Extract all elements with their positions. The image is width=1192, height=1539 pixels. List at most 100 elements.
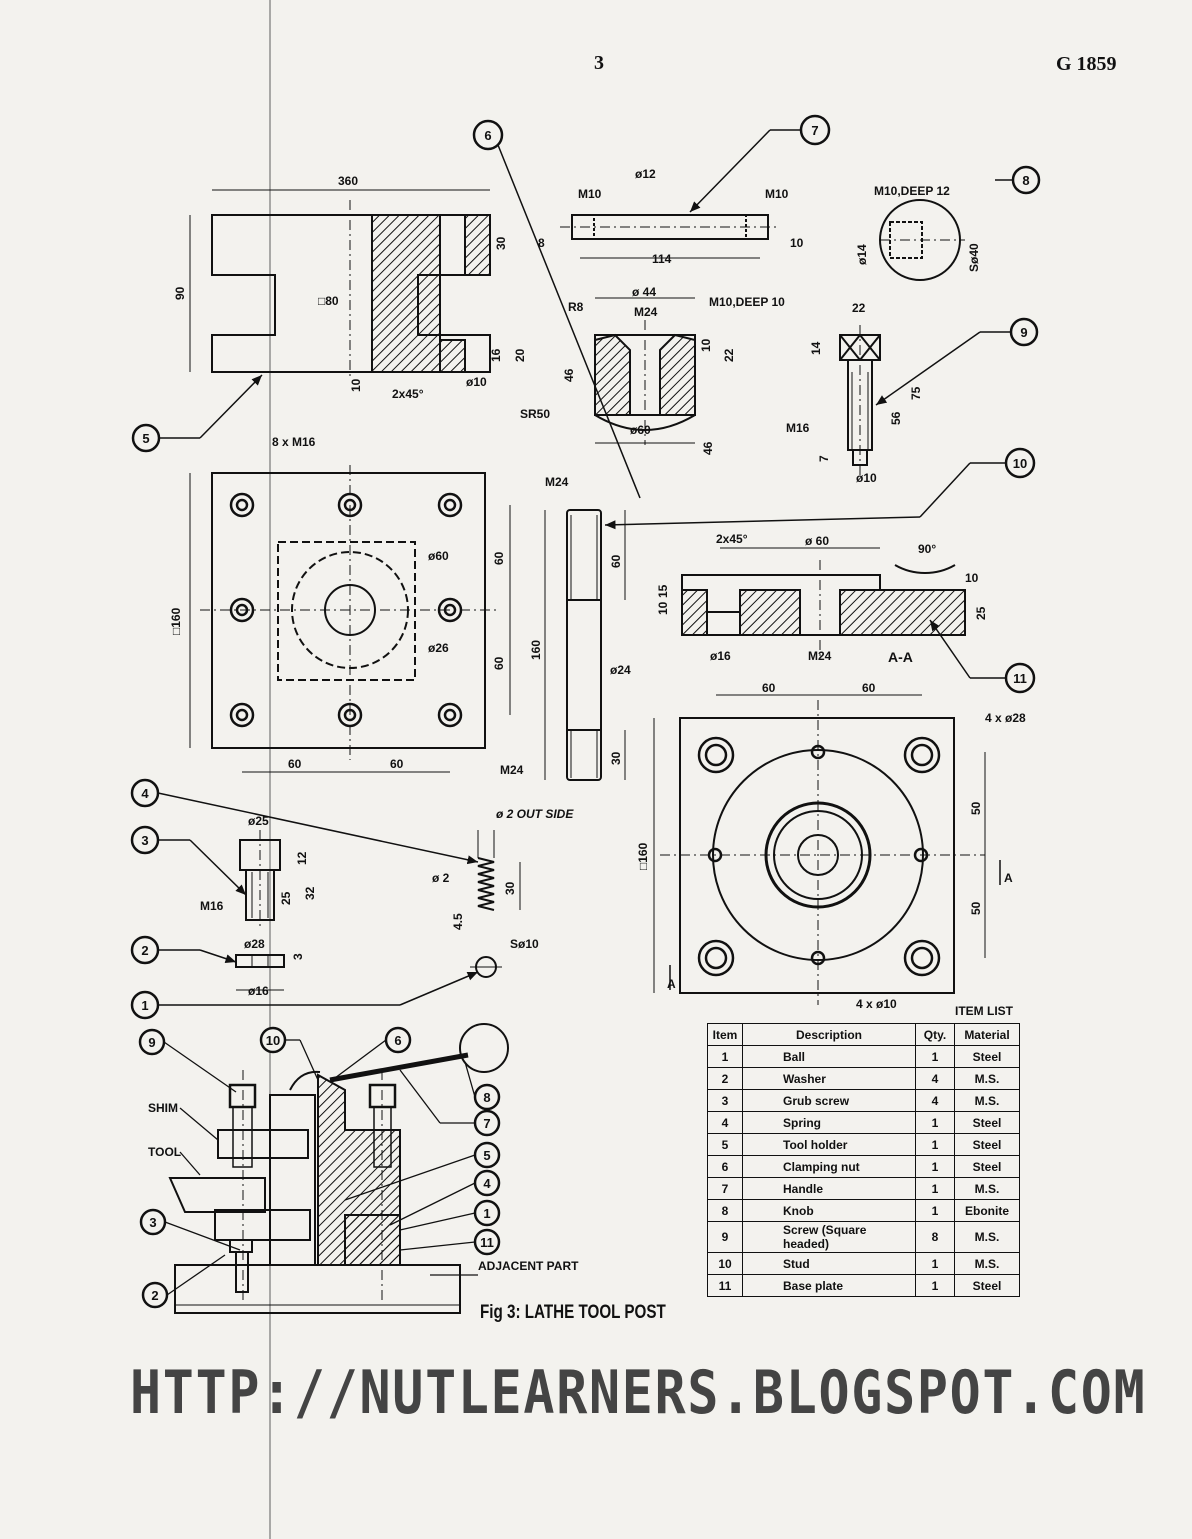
plan-square: □160 [169, 607, 183, 635]
screw-m16: M16 [786, 421, 810, 435]
figure-caption: Fig 3: LATHE TOOL POST [480, 1302, 666, 1323]
cell-item: 8 [707, 1199, 743, 1222]
col-qty: Qty. [915, 1023, 955, 1046]
assembly-shim: SHIM [148, 1101, 178, 1115]
section-angle: 90° [918, 542, 936, 556]
cell-description: Grub screw [742, 1089, 916, 1112]
handle-dim-10: 10 [790, 236, 804, 250]
square-screw-view [839, 325, 881, 475]
spring-dim-30: 30 [503, 881, 517, 895]
stud-dim-160: 160 [529, 640, 543, 660]
cell-material: Steel [954, 1111, 1020, 1134]
asm-balloon-2: 2 [151, 1288, 158, 1303]
dim-360: 360 [338, 174, 358, 188]
asm-balloon-1: 1 [483, 1206, 490, 1221]
cell-material: Ebonite [954, 1199, 1020, 1222]
nut-r8: R8 [568, 300, 584, 314]
nut-dim-10: 10 [699, 338, 713, 352]
balloon-9-label: 9 [1020, 325, 1027, 340]
balloon-1 [130, 971, 479, 1020]
spring-dia-2: ø 2 [432, 871, 450, 885]
plan-dia-60: ø60 [428, 549, 449, 563]
document-code: G 1859 [1056, 53, 1117, 75]
knob-thread: M10,DEEP 12 [874, 184, 950, 198]
balloon-5-label: 5 [142, 431, 149, 446]
cell-item: 7 [707, 1177, 743, 1200]
nut-dia-44: ø 44 [632, 285, 656, 299]
nut-m24: M24 [634, 305, 658, 319]
asm-balloon-11: 11 [480, 1235, 494, 1250]
section-dim-10: 10 [965, 571, 979, 585]
screw-dia-10: ø10 [856, 471, 877, 485]
grub-dim-12: 12 [295, 851, 309, 865]
grub-dia-25: ø25 [248, 814, 269, 828]
balloon-1-label: 1 [141, 998, 148, 1013]
dim-10: 10 [349, 378, 363, 392]
balloon-3 [130, 825, 247, 896]
cell-item: 4 [707, 1111, 743, 1134]
screw-dim-14: 14 [809, 341, 823, 355]
washer-dim-3: 3 [291, 953, 305, 960]
cell-material: M.S. [954, 1067, 1020, 1090]
balloon-10 [604, 447, 1036, 530]
tool-holder-plan-view [189, 465, 511, 773]
spring-view [477, 830, 521, 911]
dim-30: 30 [494, 236, 508, 250]
cell-description: Ball [742, 1045, 916, 1068]
tool-holder-front-view [189, 189, 491, 380]
handle-dim-8: 8 [538, 236, 545, 250]
bplan-cut-a-left: A [667, 977, 676, 991]
balloon-2-label: 2 [141, 943, 148, 958]
base-plate-plan-view [653, 694, 1001, 1005]
balloon-7-label: 7 [811, 123, 818, 138]
grub-dim-32: 32 [303, 886, 317, 900]
dim-90: 90 [173, 286, 187, 300]
assembly-balloons [138, 1026, 501, 1309]
asm-balloon-9: 9 [148, 1035, 155, 1050]
screw-dim-56: 56 [889, 411, 903, 425]
cell-qty: 1 [915, 1045, 955, 1068]
cell-item: 10 [707, 1252, 743, 1275]
cell-description: Clamping nut [742, 1155, 916, 1178]
watermark-url: HTTP://NUTLEARNERS.BLOGSPOT.COM [130, 1358, 1147, 1428]
plan-dim-60a: 60 [492, 551, 506, 565]
handle-view [560, 214, 780, 259]
bplan-square: □160 [636, 842, 650, 870]
asm-balloon-6: 6 [394, 1033, 401, 1048]
balloon-9 [875, 317, 1039, 406]
cell-qty: 1 [915, 1111, 955, 1134]
cell-description: Handle [742, 1177, 916, 1200]
cell-material: Steel [954, 1155, 1020, 1178]
cell-item: 5 [707, 1133, 743, 1156]
cell-material: M.S. [954, 1252, 1020, 1275]
stud-dim-30: 30 [609, 751, 623, 765]
asm-balloon-10: 10 [266, 1033, 280, 1048]
balloon-8-label: 8 [1022, 173, 1029, 188]
nut-sr50: SR50 [520, 407, 550, 421]
dim-chamfer: 2x45° [392, 387, 424, 401]
item-list-title: ITEM LIST [955, 1004, 1013, 1018]
grub-screw-view [239, 830, 281, 930]
spring-wire: ø 2 OUT SIDE [496, 807, 574, 821]
cell-item: 3 [707, 1089, 743, 1112]
dim-square-80: □80 [318, 294, 339, 308]
cell-material: Steel [954, 1045, 1020, 1068]
cell-material: M.S. [954, 1221, 1020, 1253]
handle-dia-12: ø12 [635, 167, 656, 181]
cell-item: 11 [707, 1274, 743, 1297]
balloon-5 [131, 374, 263, 453]
cell-description: Tool holder [742, 1133, 916, 1156]
bplan-dim-60b: 60 [862, 681, 876, 695]
knob-dia-14: ø14 [855, 244, 869, 265]
section-m24: M24 [808, 649, 832, 663]
page-number: 3 [594, 52, 604, 74]
asm-balloon-7: 7 [483, 1116, 490, 1131]
handle-m10-right: M10 [765, 187, 789, 201]
cell-item: 1 [707, 1045, 743, 1068]
cell-description: Screw (Square headed) [742, 1221, 916, 1253]
clamping-nut-section [594, 297, 696, 445]
